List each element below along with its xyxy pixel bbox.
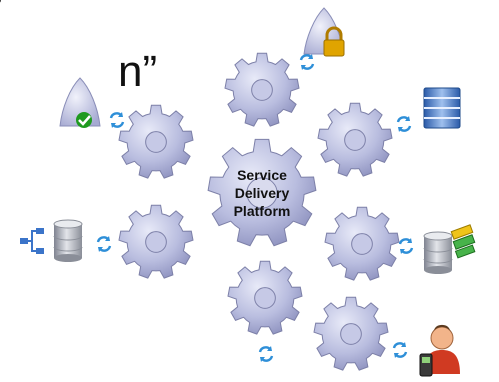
partial-heading: n” [118, 47, 158, 96]
center-label-line: Service [237, 167, 287, 183]
center-label: Service Delivery Platform [212, 166, 312, 220]
cycle-arrow-icon [109, 112, 125, 128]
gear [317, 102, 393, 177]
user-phone-icon [419, 324, 460, 377]
center-gear [207, 138, 317, 247]
server-stack-icon [423, 87, 461, 129]
lock-icon [303, 7, 345, 57]
gear [118, 204, 194, 279]
partial-bullet: • [0, 0, 2, 12]
cycle-arrow-icon [392, 342, 408, 358]
database-money-icon [423, 224, 476, 274]
gear [118, 104, 194, 179]
gear [224, 52, 300, 127]
cycle-arrow-icon [396, 116, 412, 132]
gear [324, 206, 400, 281]
cycle-arrow-icon [258, 346, 274, 362]
cycle-arrow-icon [299, 54, 315, 70]
cycle-arrow-icon [96, 236, 112, 252]
database-network-icon [20, 219, 83, 262]
cycle-arrow-icon [398, 238, 414, 254]
center-label-line: Platform [233, 203, 291, 219]
shield-check-icon [59, 77, 101, 128]
gear [313, 296, 389, 371]
gear [227, 260, 303, 335]
center-label-line: Delivery [234, 185, 290, 201]
